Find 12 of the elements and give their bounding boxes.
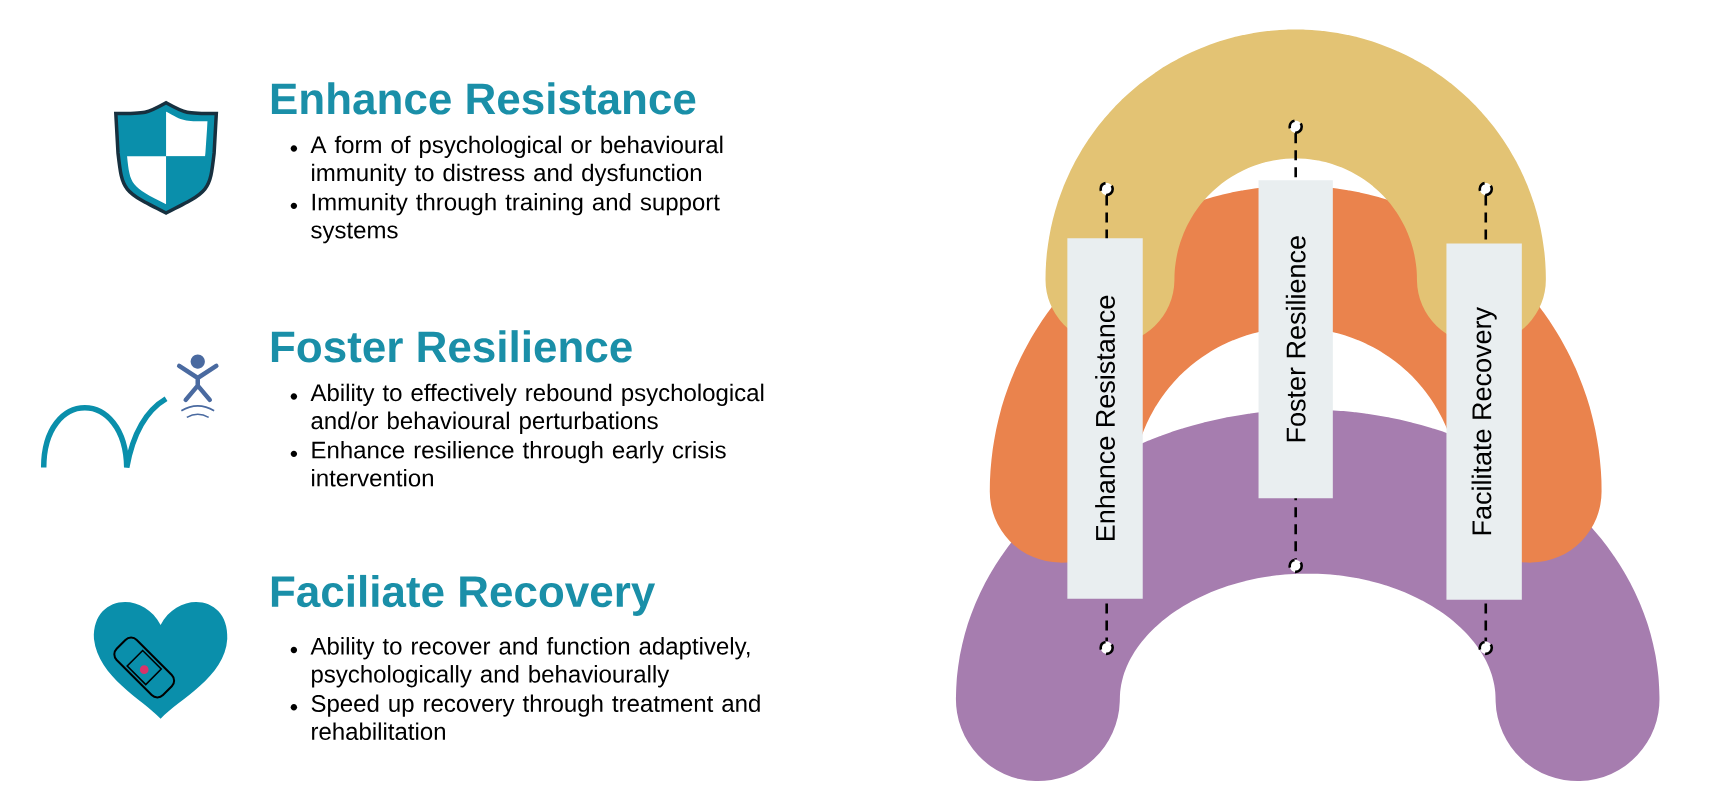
label-box: Facilitate Recovery bbox=[1446, 243, 1522, 600]
section-heading: Faciliate Recovery bbox=[271, 574, 656, 616]
label-box: Enhance Resistance bbox=[1067, 238, 1143, 599]
bullet-item: Ability to recover and function adaptively, psychologically and behaviourally bbox=[290, 636, 750, 688]
bullet-item: Speed up recovery through treatment and rehabilitation bbox=[290, 694, 760, 740]
section-heading: Enhance Resistance bbox=[271, 82, 696, 115]
bullet-item: Ability to effectively rebound psychological and/or behavioural perturbations bbox=[290, 383, 764, 434]
bullet-item: A form of psychological or behavioural immunity to distress and dysfunction bbox=[290, 135, 723, 186]
bullet-item: Immunity through training and support systems bbox=[290, 192, 720, 244]
section-heading: Foster Resilience bbox=[271, 330, 632, 363]
bullet-item: Enhance resilience through early crisis intervention bbox=[290, 440, 726, 487]
label-box: Foster Resilience bbox=[1258, 180, 1333, 499]
